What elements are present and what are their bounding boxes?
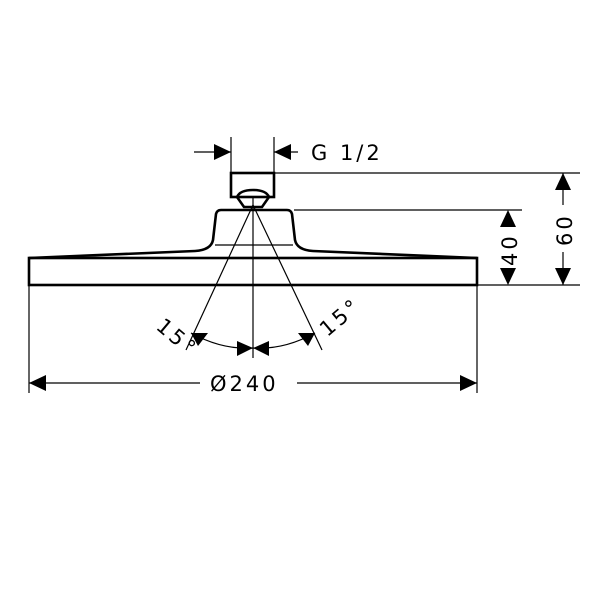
arrow-head bbox=[191, 333, 208, 346]
connection-nut bbox=[229, 171, 276, 199]
height-dimensions: 60 40 bbox=[274, 172, 580, 286]
arrow-head bbox=[237, 341, 253, 356]
body-height-label: 40 bbox=[498, 233, 522, 266]
thread-dimension: G 1/2 bbox=[194, 137, 383, 173]
thread-label: G 1/2 bbox=[311, 141, 383, 165]
shower-body bbox=[28, 208, 478, 260]
spray-angle-lines: 15° 15° bbox=[152, 198, 366, 362]
total-height-label: 60 bbox=[553, 213, 577, 246]
diameter-dimension: Ø240 bbox=[28, 285, 478, 396]
angle-left-label: 15° bbox=[152, 314, 203, 362]
ball-joint bbox=[235, 188, 271, 209]
angle-line-left bbox=[185, 204, 254, 351]
arrow-head bbox=[253, 341, 269, 356]
arrow-head bbox=[298, 333, 315, 346]
angle-right-label: 15° bbox=[315, 293, 366, 341]
angle-line-right bbox=[252, 204, 323, 351]
diameter-label: Ø240 bbox=[210, 372, 279, 396]
